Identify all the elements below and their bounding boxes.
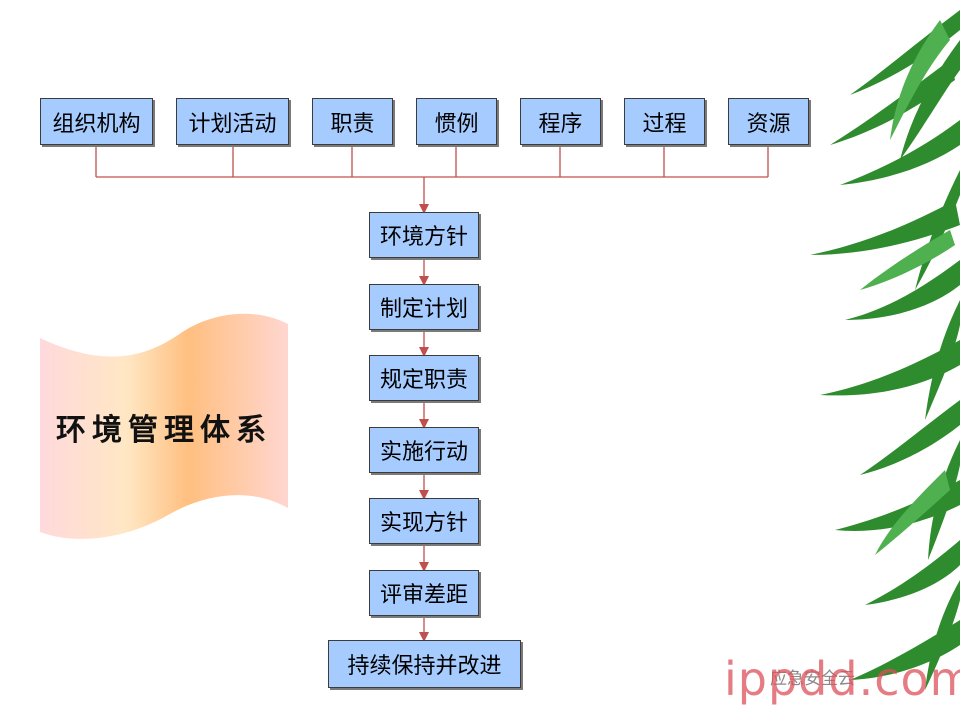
step-label-6: 评审差距: [379, 583, 468, 608]
input-box-organization: 组织机构: [40, 98, 153, 145]
input-box-planning-activities: 计划活动: [176, 98, 289, 145]
watermark-small-text: 应急安全云: [770, 669, 855, 689]
bamboo-leaves-decoration: [810, 10, 960, 690]
step-label-3: 规定职责: [379, 368, 468, 393]
step-label-2: 制定计划: [379, 297, 468, 322]
input-label-6: 过程: [642, 111, 687, 137]
input-label-5: 程序: [538, 111, 583, 137]
input-box-processes: 过程: [624, 98, 705, 145]
input-box-resources: 资源: [728, 98, 809, 145]
input-label-1: 组织机构: [52, 111, 141, 137]
step-box-achieve-policy: 实现方针: [369, 498, 479, 544]
step-label-7: 持续保持并改进: [347, 654, 502, 679]
step-box-implement-actions: 实施行动: [369, 427, 479, 473]
banner-title: 环境管理体系: [56, 413, 272, 448]
step-box-make-plan: 制定计划: [369, 284, 479, 330]
step-label-1: 环境方针: [379, 225, 468, 250]
step-box-environmental-policy: 环境方针: [369, 212, 479, 258]
title-banner: 环境管理体系: [38, 310, 290, 546]
input-label-4: 惯例: [434, 111, 479, 137]
step-label-5: 实现方针: [379, 511, 468, 536]
input-label-3: 职责: [330, 111, 375, 137]
input-box-responsibilities: 职责: [312, 98, 393, 145]
banner-shape: [40, 313, 288, 539]
input-label-7: 资源: [746, 111, 791, 137]
input-box-practices: 惯例: [416, 98, 497, 145]
step-label-4: 实施行动: [379, 440, 468, 465]
step-box-review-gaps: 评审差距: [369, 570, 479, 616]
input-label-2: 计划活动: [188, 111, 277, 137]
input-box-procedures: 程序: [520, 98, 601, 145]
step-box-continuous-improvement: 持续保持并改进: [328, 640, 521, 688]
watermark-text: ippdd.com: [724, 652, 960, 706]
step-box-define-responsibilities: 规定职责: [369, 355, 479, 401]
